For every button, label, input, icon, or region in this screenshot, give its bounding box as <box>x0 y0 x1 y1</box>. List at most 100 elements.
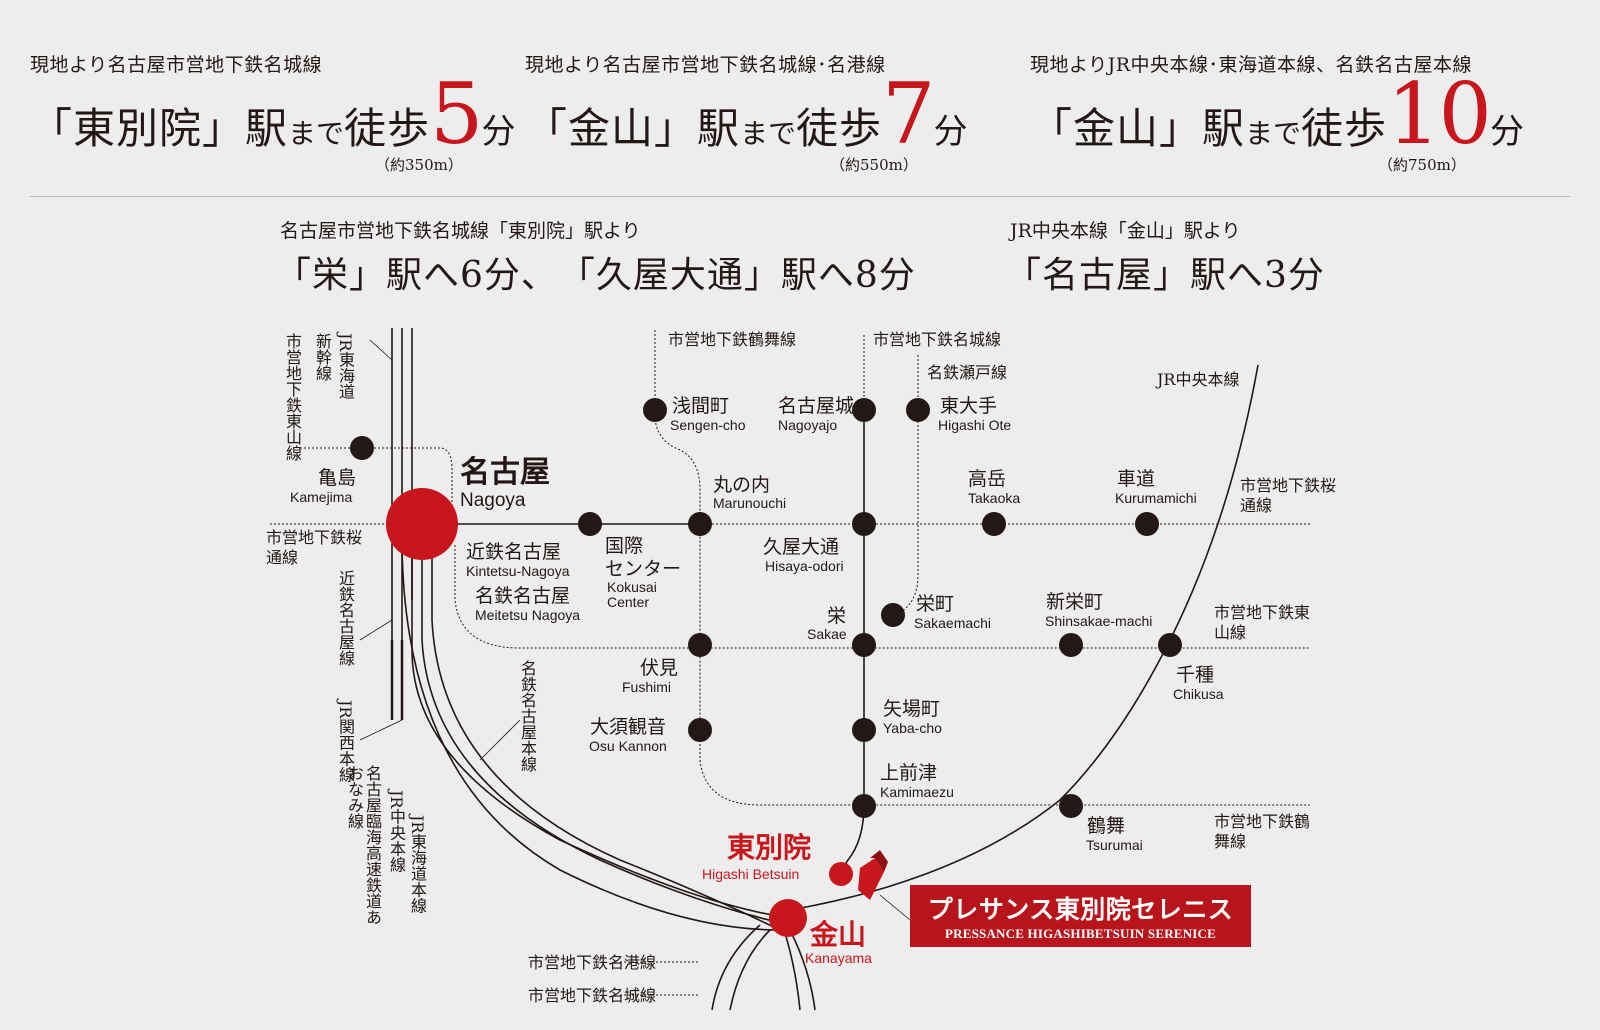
line-label-sakuradori-left: 市営地下鉄桜通線 <box>266 528 363 567</box>
label-osukannon-jp: 大須観音 <box>590 716 666 738</box>
label-kintetsu-en: Kintetsu-Nagoya <box>466 563 570 579</box>
vline-shinkansen: 新幹線 <box>313 333 332 381</box>
station-dot-fushimi <box>688 633 712 657</box>
access-minutes: 10 <box>1387 65 1492 163</box>
label-fushimi-jp: 伏見 <box>640 657 678 679</box>
station-dot-kurumamichi <box>1135 512 1159 536</box>
leader-property <box>879 894 911 921</box>
label-kamimaezu-en: Kamimaezu <box>880 784 954 800</box>
vline-jr-tokaido: JR東海道 <box>336 333 355 400</box>
label-meitetsu-jp: 名鉄名古屋 <box>475 585 570 607</box>
label-nagoya-en: Nagoya <box>460 490 526 511</box>
label-sengencho-jp: 浅間町 <box>672 395 729 417</box>
station-dot-hisaya <box>852 512 876 536</box>
access-distance: （約350m） <box>375 156 463 174</box>
vline-kintetsu: 近鉄名古屋線 <box>336 570 355 666</box>
jr-line-c <box>401 544 781 931</box>
label-kokusai-jp1: 国際 <box>605 535 643 557</box>
label-kamimaezu-jp: 上前津 <box>880 762 937 784</box>
access-unit: 分 <box>1489 112 1524 152</box>
label-kurumamichi-en: Kurumamichi <box>1115 490 1197 506</box>
access-made: まで <box>740 117 797 150</box>
label-kokusai-en1: Kokusai <box>607 579 657 595</box>
vline-higashiyama: 市営地下鉄東山線 <box>283 333 302 461</box>
access-minutes: 7 <box>882 65 935 163</box>
access-line-text: 現地より名古屋市営地下鉄名城線 <box>30 54 323 76</box>
station-dot-chikusa <box>1158 633 1182 657</box>
line-label-higashiyama-right: 市営地下鉄東山線 <box>1214 603 1311 642</box>
label-kintetsu-jp: 近鉄名古屋 <box>466 541 561 563</box>
label-takaoka-jp: 高岳 <box>968 468 1006 490</box>
station-dot-marunouchi <box>688 512 712 536</box>
label-marunouchi-jp: 丸の内 <box>713 474 770 496</box>
label-sengencho-en: Sengen-cho <box>670 417 746 433</box>
station-dot-shinsakae <box>1059 633 1083 657</box>
vline-aonami: 名古屋臨海高速鉄道あおなみ線 <box>345 765 382 925</box>
higashiyama-to-nagoya <box>362 447 453 520</box>
transfer-to: 「名古屋」駅へ3分 <box>1005 255 1325 296</box>
station-dot-sengencho <box>643 398 667 422</box>
property-name-en: PRESSANCE HIGASHIBETSUIN SERENICE <box>944 926 1216 941</box>
line-label-chuo: JR中央本線 <box>1155 370 1239 389</box>
label-kurumamichi-jp: 車道 <box>1117 468 1155 490</box>
transfer-to: 「栄」駅へ6分、 「久屋大通」駅へ8分 <box>275 255 916 296</box>
access-station: 「東別院」駅 <box>30 104 289 153</box>
property-label: プレサンス東別院セレニス PRESSANCE HIGASHIBETSUIN SE… <box>910 885 1251 947</box>
line-label-seto: 名鉄瀬戸線 <box>927 363 1007 382</box>
label-yabacho-en: Yaba-cho <box>883 720 942 736</box>
label-sakae-en: Sakae <box>807 626 847 642</box>
station-dot-tsurumai <box>1059 794 1083 818</box>
label-sakaemachi-jp: 栄町 <box>916 593 954 615</box>
station-dot-yabacho <box>852 718 876 742</box>
property-marker-icon-top <box>870 850 888 872</box>
property-name-jp: プレサンス東別院セレニス <box>927 895 1234 924</box>
tsurumai-to-east <box>699 728 1310 806</box>
access-line-text: 現地より名古屋市営地下鉄名城線･名港線 <box>525 54 886 76</box>
station-dot-kamejima <box>350 436 374 460</box>
access-made: まで <box>288 117 345 150</box>
line-label-meiko: 市営地下鉄名港線 <box>528 953 656 972</box>
label-sakae-jp: 栄 <box>827 605 846 627</box>
line-label-meijo-bottom: 市営地下鉄名城線 <box>528 986 656 1005</box>
label-marunouchi-en: Marunouchi <box>713 495 786 511</box>
leader-aonami <box>359 719 403 741</box>
line-label-tsurumai-right: 市営地下鉄鶴舞線 <box>1214 812 1311 851</box>
label-higashiote-en: Higashi Ote <box>938 417 1011 433</box>
line-labels: 市営地下鉄鶴舞線 市営地下鉄名城線 名鉄瀬戸線 JR中央本線 市営地下鉄名港線 … <box>528 330 1239 1005</box>
transfer-from: 名古屋市営地下鉄名城線「東別院」駅より <box>280 220 641 242</box>
access-distance: （約750m） <box>1378 156 1466 174</box>
label-shinsakae-en: Shinsakae-machi <box>1045 613 1152 629</box>
station-dot-nagoyajo <box>852 398 876 422</box>
leader-lines <box>359 339 911 921</box>
access-walk: 徒歩 <box>1301 104 1388 153</box>
access-unit: 分 <box>481 112 516 152</box>
line-label-tsurumai: 市営地下鉄鶴舞線 <box>668 330 796 349</box>
seto-line <box>894 405 919 616</box>
label-sakaemachi-en: Sakaemachi <box>914 615 991 631</box>
access-line-text: 現地よりJR中央本線･東海道本線、名鉄名古屋本線 <box>1030 54 1473 76</box>
label-shinsakae-jp: 新栄町 <box>1046 591 1103 613</box>
label-nagoyajo-jp: 名古屋城 <box>778 395 854 417</box>
tsurumai-line <box>654 414 701 728</box>
access-walk: 徒歩 <box>796 104 883 153</box>
vline-meitetsu: 名鉄名古屋本線 <box>518 660 537 772</box>
station-dot-takaoka <box>982 512 1006 536</box>
property-marker-icon-front <box>858 858 884 900</box>
jr-chuo-east <box>789 364 1259 911</box>
label-chikusa-en: Chikusa <box>1173 686 1224 702</box>
access-made: まで <box>1245 117 1302 150</box>
station-dot-higashibetsuin <box>829 862 853 886</box>
label-tsurumai-en: Tsurumai <box>1086 837 1143 853</box>
line-south-b <box>789 929 816 1011</box>
label-kokusai-jp2: センター <box>605 558 681 580</box>
access-station: 「金山」駅 <box>525 104 741 153</box>
label-takaoka-en: Takaoka <box>968 490 1020 506</box>
station-dot-kanayama <box>769 899 807 937</box>
label-kamejima-jp: 亀島 <box>318 467 356 489</box>
line-south-d <box>711 924 761 1011</box>
railway-lines <box>390 328 1259 1011</box>
leader-jr-tokaido <box>369 339 393 361</box>
line-label-sakuradori-right: 市営地下鉄桜通線 <box>1240 476 1337 515</box>
